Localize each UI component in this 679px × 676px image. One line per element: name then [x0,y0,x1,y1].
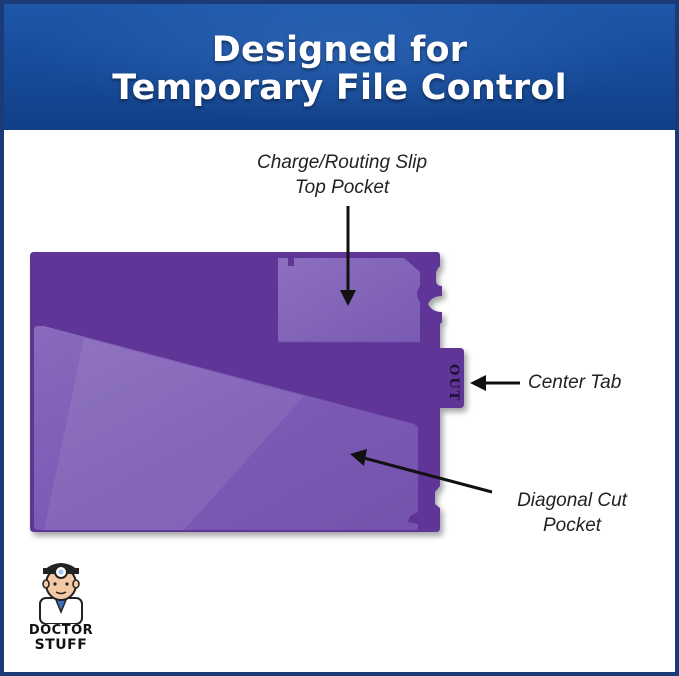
callout-diagonal-pocket: Diagonal Cut Pocket [517,490,627,536]
callout-top-pocket: Charge/Routing Slip Top Pocket [256,152,428,198]
out-guide-illustration: OUT [30,206,520,532]
diagonal-pocket [34,326,418,530]
arrow-top-pocket [340,206,356,306]
arrow-center-tab [470,375,520,391]
doctor-stuff-logo: DOCTOR STUFF [26,560,96,656]
center-tab-text: OUT [446,364,461,402]
title-line-1: Designed for [211,30,468,70]
brand-line-1: DOCTOR [28,623,94,638]
callout-center-tab: Center Tab [528,372,622,393]
header-banner: Designed for Temporary File Control [4,4,675,130]
doctor-mascot-icon [39,563,83,625]
arrow-diagonal-pocket [350,449,493,494]
title-line-2: Temporary File Control [112,68,567,108]
brand-line-2: STUFF [34,637,88,653]
